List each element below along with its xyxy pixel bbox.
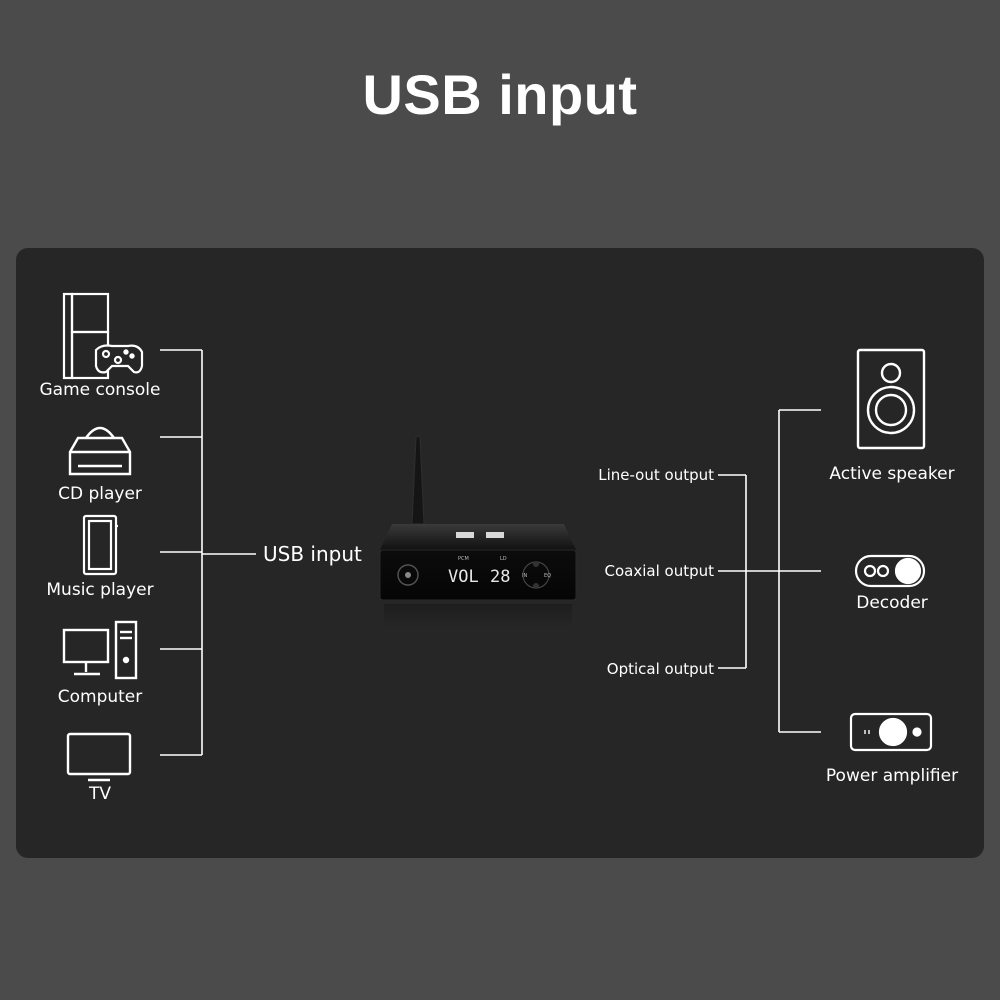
device-display-left: VOL xyxy=(448,567,479,587)
music-player-icon xyxy=(82,514,118,576)
output-label-optical: Optical output xyxy=(606,660,714,678)
device-display-right: 28 xyxy=(490,567,510,587)
input-label-computer: Computer xyxy=(57,687,143,707)
game-console-icon xyxy=(62,292,144,382)
output-label-line-out: Line-out output xyxy=(598,466,714,484)
input-label-game-console: Game console xyxy=(39,380,161,400)
usb-input-label: USB input xyxy=(263,542,362,566)
destination-label-decoder: Decoder xyxy=(856,593,928,613)
device-button-in: IN xyxy=(522,573,527,579)
input-label-music-player: Music player xyxy=(46,580,154,600)
device-button-eq: EQ xyxy=(544,573,551,579)
input-label-cd-player: CD player xyxy=(58,484,142,504)
page-title: USB input xyxy=(362,63,638,126)
speaker-icon xyxy=(856,348,926,452)
connector-lines xyxy=(160,349,821,756)
input-label-tv: TV xyxy=(88,784,112,804)
output-label-coaxial: Coaxial output xyxy=(604,562,715,580)
tv-icon xyxy=(66,732,132,784)
destination-label-active-speaker: Active speaker xyxy=(829,464,955,484)
computer-icon xyxy=(62,620,138,680)
destination-label-power-amplifier: Power amplifier xyxy=(825,766,959,786)
decoder-icon xyxy=(854,554,926,588)
device-indicator-left: PCM xyxy=(458,556,469,562)
audio-device: PCM LD VOL 28 IN EQ xyxy=(378,432,586,632)
cd-player-icon xyxy=(68,418,132,478)
power-amplifier-icon xyxy=(849,712,933,752)
device-indicator-right: LD xyxy=(500,556,507,562)
diagram-panel: Game console CD player Music player xyxy=(16,248,984,858)
